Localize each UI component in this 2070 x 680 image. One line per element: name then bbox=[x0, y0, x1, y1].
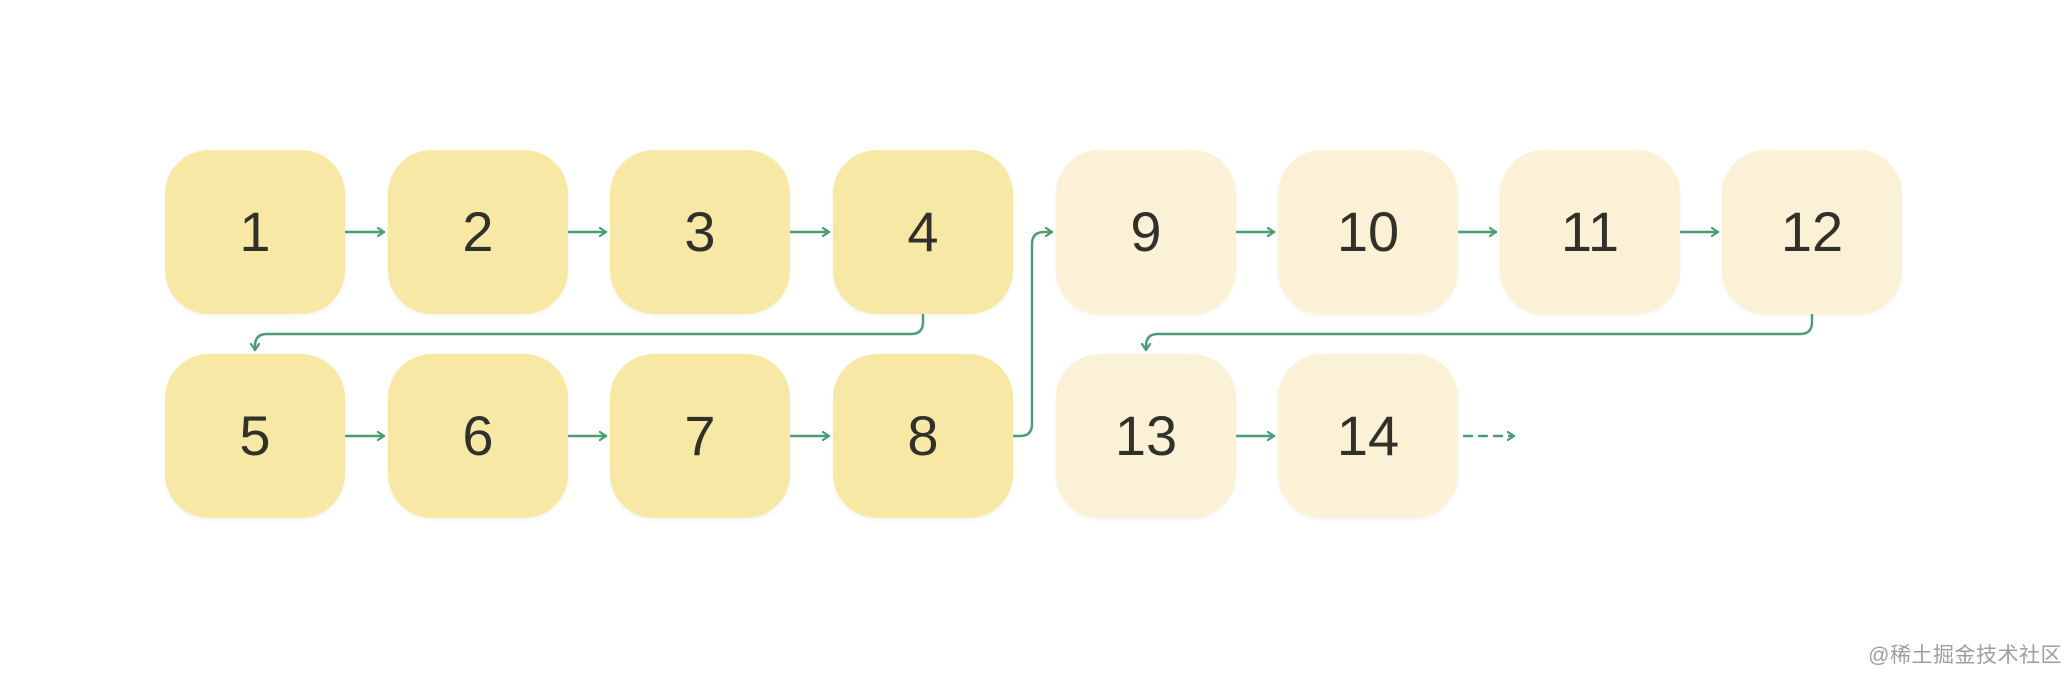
connector-4-5 bbox=[255, 313, 925, 352]
flow-node-8: 8 bbox=[833, 354, 1013, 518]
flow-node-12: 12 bbox=[1722, 150, 1902, 314]
flow-node-7: 7 bbox=[610, 354, 790, 518]
flow-node-6: 6 bbox=[388, 354, 568, 518]
flow-node-label: 11 bbox=[1560, 200, 1620, 263]
flow-node-label: 13 bbox=[1114, 404, 1178, 467]
flow-node-1: 1 bbox=[165, 150, 345, 314]
flow-node-14: 14 bbox=[1278, 354, 1458, 518]
flow-node-label: 5 bbox=[239, 404, 271, 467]
flow-node-label: 9 bbox=[1130, 200, 1162, 263]
flow-node-label: 4 bbox=[907, 200, 939, 263]
flow-node-label: 7 bbox=[684, 404, 716, 467]
connector-8-9 bbox=[1012, 232, 1054, 438]
watermark-text: @稀土掘金技术社区 bbox=[1868, 644, 2062, 667]
flow-node-label: 10 bbox=[1336, 200, 1400, 263]
flow-node-label: 3 bbox=[684, 200, 716, 263]
flow-node-label: 8 bbox=[907, 404, 939, 467]
flow-node-label: 12 bbox=[1780, 200, 1844, 263]
flow-node-label: 2 bbox=[462, 200, 494, 263]
flow-node-label: 1 bbox=[239, 200, 271, 263]
flow-node-11: 11 bbox=[1500, 150, 1680, 314]
flow-node-label: 6 bbox=[462, 404, 494, 467]
flow-node-10: 10 bbox=[1278, 150, 1458, 314]
flow-node-3: 3 bbox=[610, 150, 790, 314]
flow-node-2: 2 bbox=[388, 150, 568, 314]
flow-node-label: 14 bbox=[1336, 404, 1400, 467]
connector-12-13 bbox=[1146, 313, 1814, 352]
flow-node-9: 9 bbox=[1056, 150, 1236, 314]
flow-node-5: 5 bbox=[165, 354, 345, 518]
flow-node-4: 4 bbox=[833, 150, 1013, 314]
flow-node-13: 13 bbox=[1056, 354, 1236, 518]
